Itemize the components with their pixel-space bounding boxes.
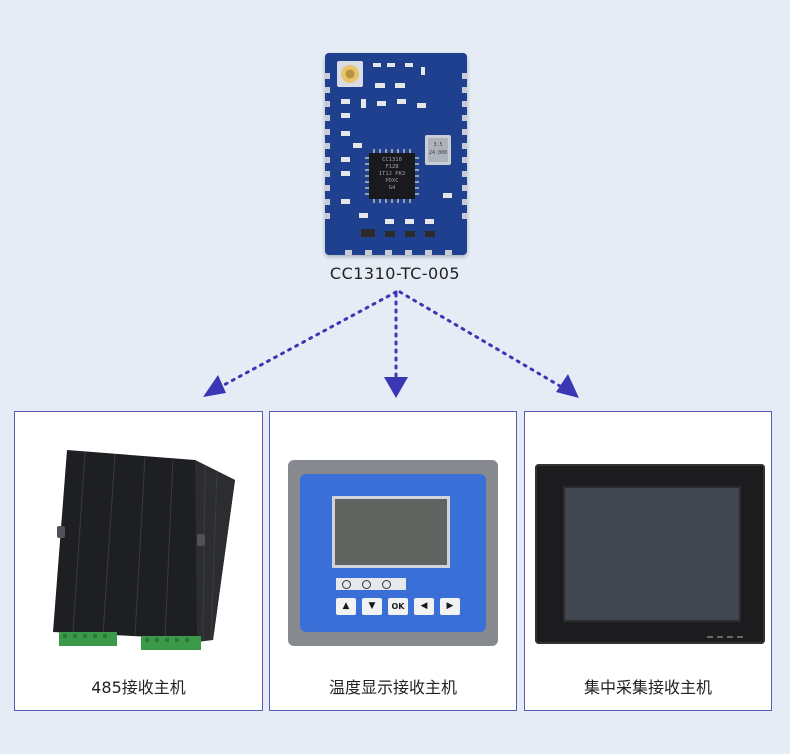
module-name: CC1310-TC-005 [329, 264, 461, 283]
receiver-label-temperature: 温度显示接收主机 [328, 678, 457, 697]
chip-marking-line: CC1310 [382, 157, 402, 163]
chip-marking: CC1310 F128 1T1J PK3 PDXC G4 [371, 157, 413, 192]
arrow-line-left [220, 290, 398, 388]
down-key-button[interactable]: ▼ [362, 598, 382, 615]
receiver-label-485: 485接收主机 [91, 678, 186, 697]
chip-marking-line: G4 [388, 185, 396, 191]
arrow-line-right [398, 290, 562, 388]
receiver-card-485: 485接收主机 [14, 411, 263, 711]
up-key-button[interactable]: ▲ [336, 598, 356, 615]
display-panel-image: ▲ ▼ OK ◀ ▶ [288, 460, 498, 646]
receiver-card-collection: 集中采集接收主机 [524, 411, 772, 711]
crystal-marking: 3.5 24.000 [428, 141, 448, 157]
rail-enclosure-image [53, 450, 235, 650]
left-key-button[interactable]: ◀ [414, 598, 434, 615]
receiver-card-temperature: ▲ ▼ OK ◀ ▶ 温度显示接收主机 [269, 411, 517, 711]
chip-marking-line: 1T1J PK3 [378, 171, 406, 177]
crystal-marking-line: 3.5 [433, 142, 443, 148]
receiver-label-collection: 集中采集接收主机 [583, 678, 712, 697]
ok-key-button[interactable]: OK [388, 598, 408, 615]
arrowhead-right [556, 374, 579, 398]
crystal-marking-line: 24.000 [428, 150, 448, 156]
chip-marking-line: PDXC [385, 178, 399, 184]
arrowhead-center [384, 377, 408, 398]
touch-monitor-image [535, 464, 765, 644]
module-board-image [325, 61, 467, 255]
right-key-button[interactable]: ▶ [440, 598, 460, 615]
monitor-screen [563, 486, 741, 622]
chip-marking-line: F128 [385, 164, 399, 170]
arrowhead-left [203, 375, 226, 397]
lcd-screen [332, 496, 450, 568]
cc1310-module: CC1310 F128 1T1J PK3 PDXC G4 3.5 24.000 [325, 53, 467, 255]
